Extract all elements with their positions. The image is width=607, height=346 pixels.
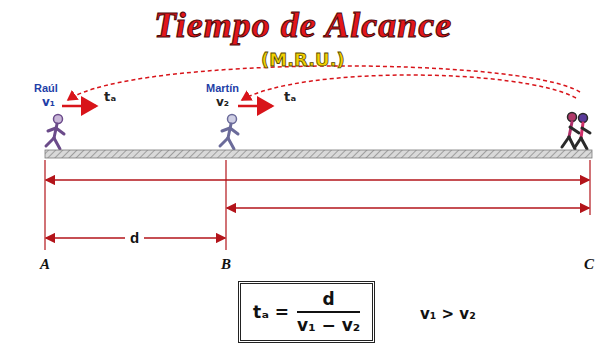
point-label: C [584, 256, 594, 273]
condition-text: v₁ > v₂ [420, 306, 476, 323]
velocity-arrow [238, 105, 272, 108]
time-label: tₐ [284, 90, 296, 104]
distance-label: d [125, 230, 144, 247]
runner-name: Martín [206, 82, 239, 94]
denominator: v₁ − v₂ [297, 315, 360, 335]
velocity-label: v₁ [42, 96, 55, 109]
formula-lhs: tₐ = [253, 302, 289, 322]
title: Tiempo de Alcance [154, 6, 452, 46]
point-label: B [221, 256, 231, 273]
fraction: d v₁ − v₂ [297, 289, 360, 335]
runner-name: Raúl [34, 82, 58, 94]
time-label: tₐ [104, 90, 116, 104]
runner [46, 115, 64, 150]
formula-box: tₐ = d v₁ − v₂ [238, 281, 375, 343]
time-arc [68, 66, 580, 100]
numerator: d [323, 289, 335, 309]
dimension-line [46, 179, 589, 180]
fraction-bar [297, 311, 360, 313]
runner [220, 115, 238, 150]
subtitle: (M.R.U.) [261, 50, 345, 70]
extension-lines [45, 160, 590, 250]
ground [45, 150, 592, 158]
velocity-label: v₂ [216, 96, 229, 109]
velocity-arrow [62, 105, 96, 108]
point-label: A [40, 256, 50, 273]
dimension-line [227, 207, 589, 208]
runners-meeting [562, 113, 590, 150]
